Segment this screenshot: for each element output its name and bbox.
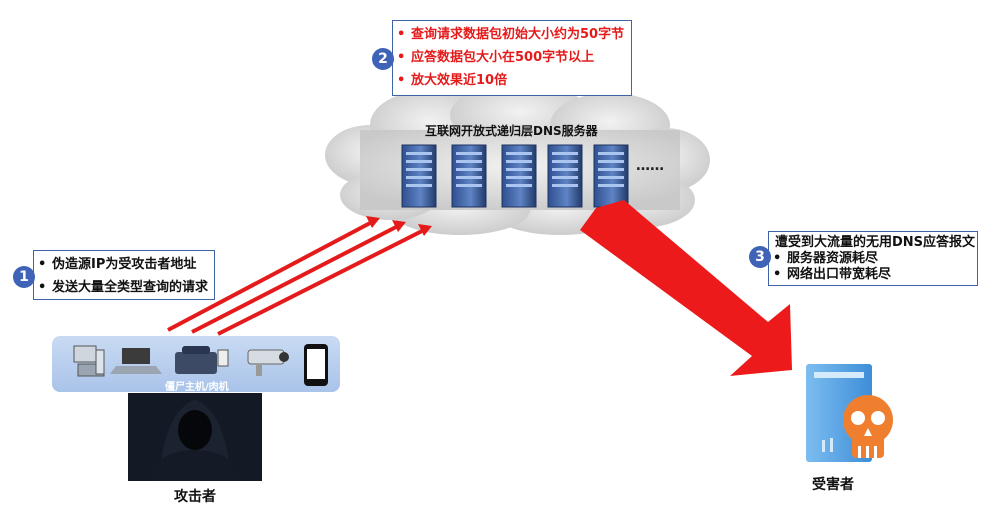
step1-item: 发送大量全类型查询的请求: [36, 276, 214, 299]
step2-item: 应答数据包大小在500字节以上: [395, 46, 631, 69]
step3-item: 网络出口带宽耗尽: [771, 267, 977, 283]
dns-server-icon: [451, 144, 487, 208]
step3-box: 遭受到大流量的无用DNS应答报文 服务器资源耗尽 网络出口带宽耗尽: [768, 231, 978, 286]
request-arrows: [167, 216, 432, 336]
dns-server-icon: [547, 144, 583, 208]
step2-badge: 2: [372, 48, 394, 70]
phone-fax-icon: [175, 346, 229, 374]
skull-icon: [843, 395, 893, 458]
step1-badge: 1: [13, 266, 35, 288]
step2-item: 查询请求数据包初始大小约为50字节: [395, 23, 631, 46]
step3-item: 服务器资源耗尽: [771, 251, 977, 267]
step2-box: 查询请求数据包初始大小约为50字节 应答数据包大小在500字节以上 放大效果近1…: [392, 20, 632, 96]
step3-badge: 3: [749, 246, 771, 268]
attacker-label: 攻击者: [174, 489, 216, 505]
step1-box: 伪造源IP为受攻击者地址 发送大量全类型查询的请求: [33, 250, 215, 300]
step2-item: 放大效果近10倍: [395, 69, 631, 92]
hooded-attacker-icon: [128, 393, 262, 481]
response-arrow: [580, 200, 792, 376]
dns-server-icon: [501, 144, 537, 208]
dns-server-icon: [401, 144, 437, 208]
smartphone-icon: [304, 344, 328, 386]
step1-item: 伪造源IP为受攻击者地址: [36, 253, 214, 276]
step3-title: 遭受到大流量的无用DNS应答报文: [775, 235, 976, 250]
laptop-icon: [110, 348, 162, 374]
zombie-label: 僵尸主机/肉机: [165, 382, 229, 393]
cloud-label: 互联网开放式递归层DNS服务器: [425, 124, 598, 138]
more-servers-ellipsis: ……: [636, 158, 664, 174]
dns-server-icon: [593, 144, 629, 208]
desktop-computer-icon: [73, 345, 105, 377]
security-camera-icon: [247, 349, 289, 376]
victim-label: 受害者: [812, 477, 854, 493]
